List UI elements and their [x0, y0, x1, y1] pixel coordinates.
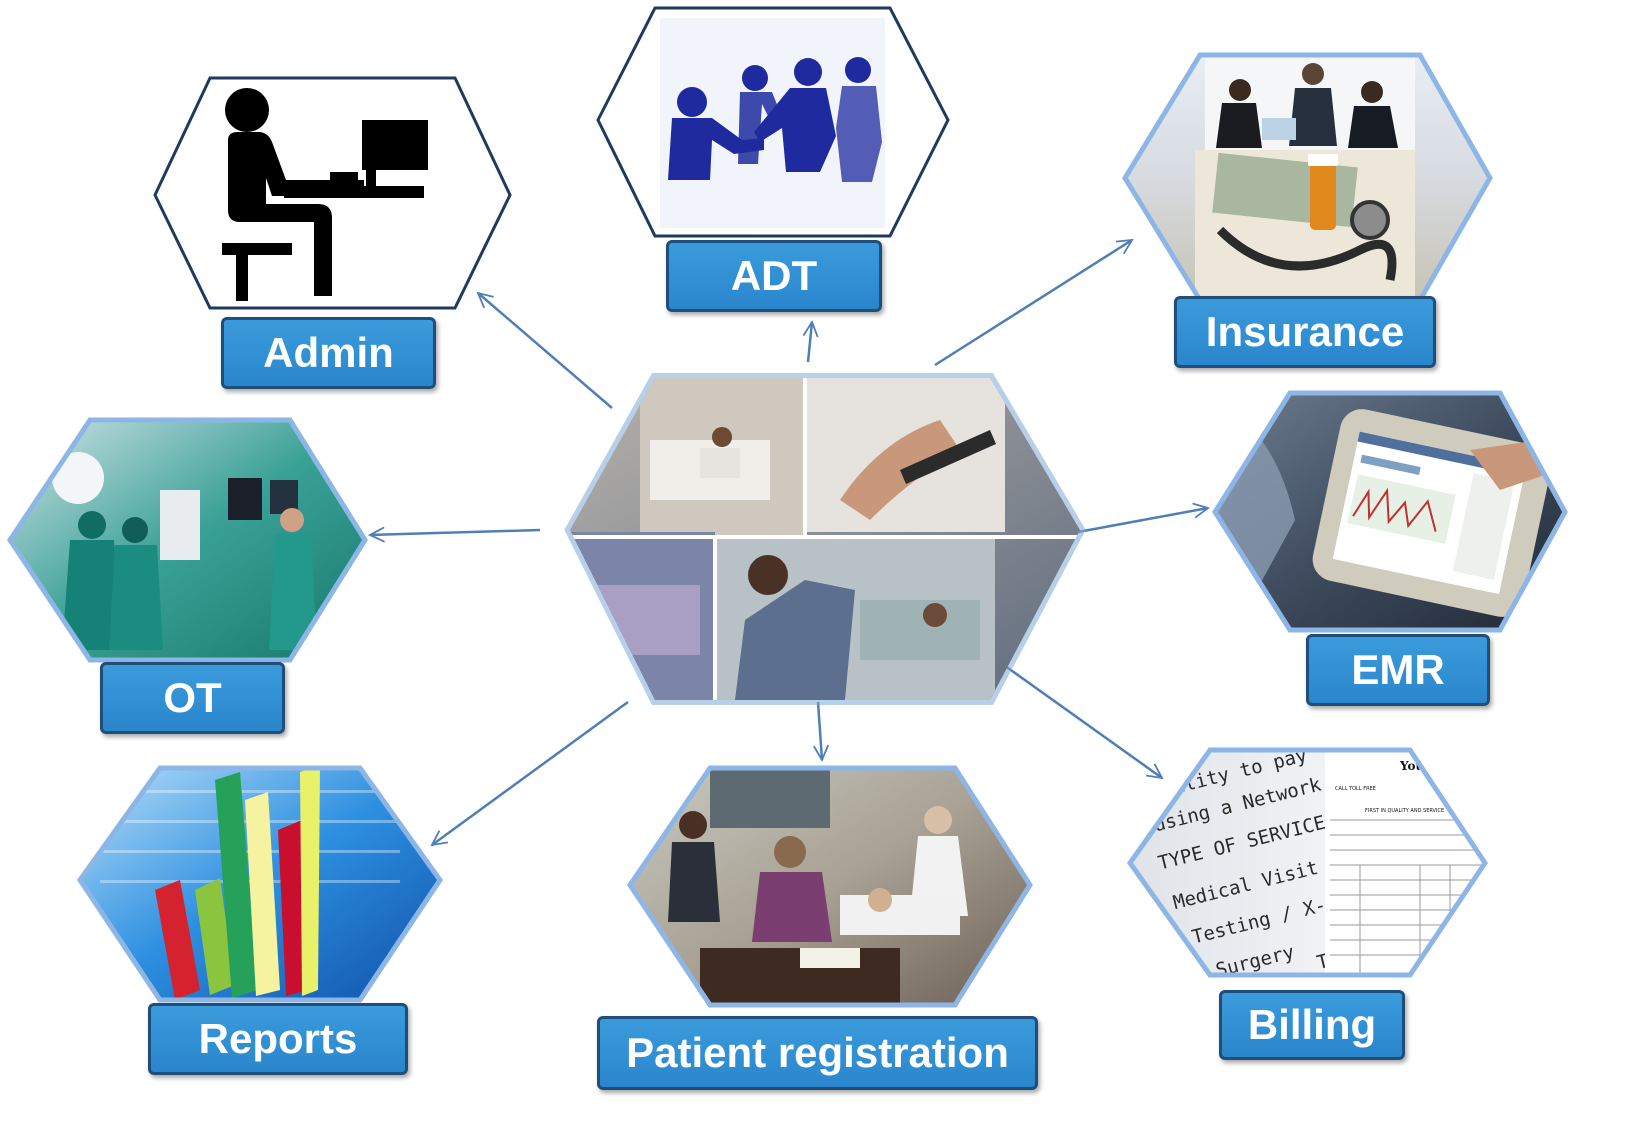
- arrow-to-patient-registration: [818, 701, 822, 760]
- arrow-to-adt: [808, 322, 812, 363]
- connector-arrows: [370, 240, 1208, 845]
- handshake-people-icon: [660, 18, 885, 228]
- admin-hexagon: [153, 76, 512, 310]
- patient-registration-hexagon: [626, 765, 1033, 1008]
- billing-label: Billing: [1219, 990, 1405, 1060]
- billing-hexagon: ibility to pay using a Network TYPE OF S…: [1126, 747, 1489, 978]
- emr-hexagon: [1212, 390, 1568, 633]
- arrow-to-insurance: [934, 240, 1132, 367]
- arrow-to-ot: [370, 530, 541, 535]
- arrow-to-emr: [1077, 508, 1208, 534]
- computer-user-icon: [222, 88, 428, 301]
- ot-label: OT: [100, 662, 285, 734]
- reports-hexagon: [76, 765, 444, 1003]
- adt-label: ADT: [666, 240, 882, 312]
- emr-label: EMR: [1306, 634, 1490, 706]
- insurance-label: Insurance: [1174, 296, 1436, 368]
- reports-label: Reports: [148, 1003, 408, 1075]
- arrow-to-admin: [478, 293, 613, 409]
- billing-invoice-subtitle: FIRST IN QUALITY AND SERVICE: [1365, 808, 1444, 814]
- admin-label: Admin: [221, 317, 436, 389]
- arrow-to-reports: [432, 700, 629, 845]
- insurance-hexagon: [1122, 52, 1493, 303]
- center-hub-hexagon: [564, 373, 1086, 705]
- patient-registration-label: Patient registration: [597, 1016, 1038, 1090]
- billing-invoice-tollfree: CALL TOLL FREE: [1335, 786, 1376, 792]
- ot-hexagon: [6, 417, 368, 663]
- adt-hexagon: [596, 6, 950, 238]
